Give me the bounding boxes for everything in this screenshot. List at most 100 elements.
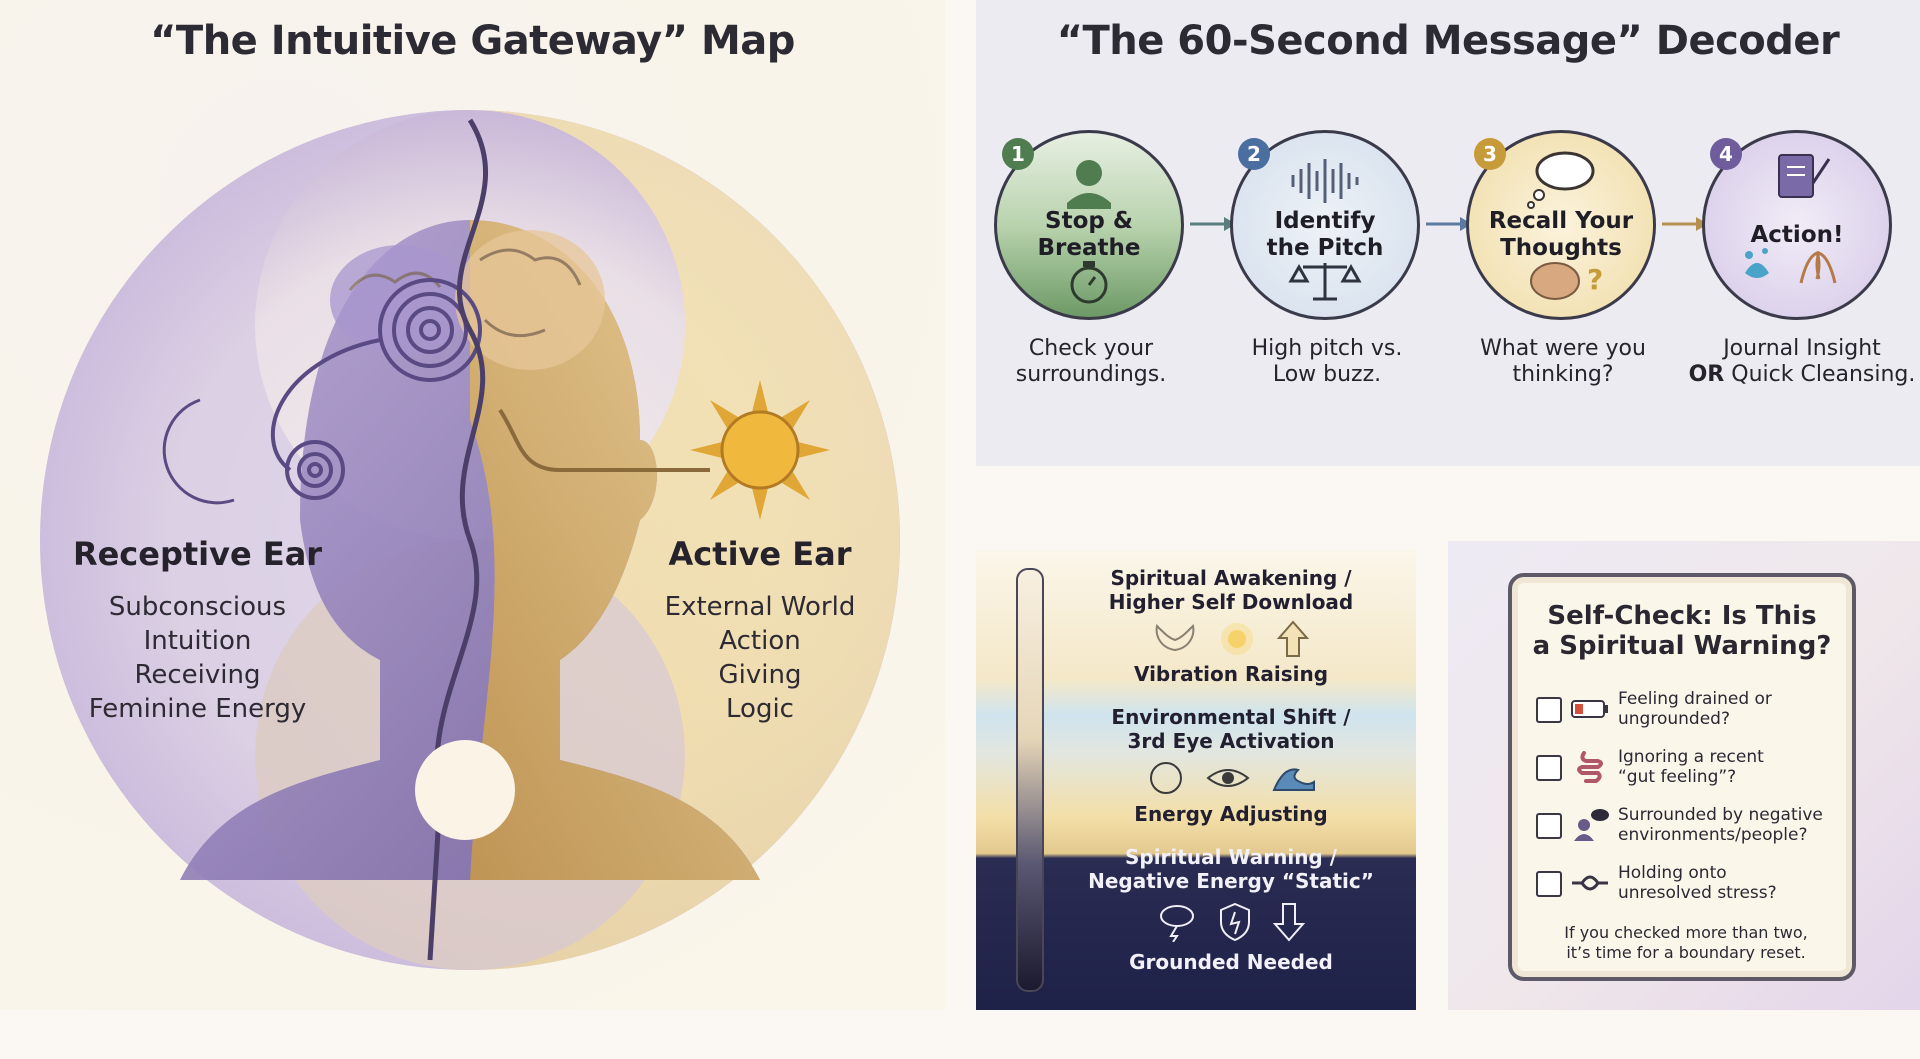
- step-1-label-line: Breathe: [1037, 235, 1141, 261]
- check-item-gut-feeling[interactable]: Ignoring a recent “gut feeling”?: [1536, 747, 1846, 793]
- stopwatch-icon: [1070, 261, 1108, 304]
- step-1-number: 1: [1002, 138, 1034, 170]
- step-3-label: Recall Your Thoughts: [1466, 208, 1656, 262]
- checkbox[interactable]: [1536, 871, 1562, 897]
- receptive-ear-list: Subconscious Intuition Receiving Feminin…: [60, 590, 335, 726]
- check-item-line: “gut feeling”?: [1618, 767, 1737, 787]
- step-1-label-line: Stop &: [1045, 208, 1133, 234]
- active-item: Logic: [726, 694, 794, 724]
- check-item-text: Surrounded by negative environments/peop…: [1618, 805, 1848, 845]
- check-item-drained[interactable]: Feeling drained or ungrounded?: [1536, 689, 1846, 735]
- vibration-scale-bar: [1016, 568, 1044, 992]
- self-check-panel: Self-Check: Is This a Spiritual Warning?…: [1448, 541, 1920, 1010]
- check-item-line: Surrounded by negative: [1618, 805, 1823, 825]
- person-cloud-icon: [1574, 809, 1609, 841]
- zone-warning-icons: [1056, 902, 1406, 942]
- wave-icon: [1272, 768, 1315, 791]
- decoder-step-2: 2 Identify the Pitch: [1230, 130, 1420, 320]
- decoder-title: “The 60-Second Message” Decoder: [1056, 18, 1840, 64]
- sun-icon: [690, 380, 830, 520]
- check-item-line: Holding onto: [1618, 863, 1727, 883]
- step-1-description: Check your surroundings.: [976, 336, 1206, 388]
- check-item-line: unresolved stress?: [1618, 883, 1777, 903]
- storm-cloud-icon: [1160, 905, 1194, 942]
- step-3-label-line: Thoughts: [1500, 235, 1622, 261]
- check-item-line: Ignoring a recent: [1618, 747, 1764, 767]
- zone-title-line: Spiritual Awakening /: [1110, 566, 1352, 590]
- decoder-step-3: ? 3 Recall Your Thoughts: [1466, 130, 1656, 320]
- active-item: Giving: [718, 660, 802, 690]
- self-check-footer: If you checked more than two, it’s time …: [1556, 923, 1816, 963]
- eye-icon: [1206, 769, 1250, 787]
- receptive-item: Subconscious: [108, 592, 287, 622]
- step-4-number: 4: [1710, 138, 1742, 170]
- step-3-number: 3: [1474, 138, 1506, 170]
- step-4-label-line: Action!: [1750, 222, 1844, 248]
- checkbox[interactable]: [1536, 697, 1562, 723]
- light-icon: [1221, 623, 1253, 655]
- receptive-item: Feminine Energy: [88, 694, 307, 724]
- moon-icon: [162, 398, 235, 505]
- step-2-label: Identify the Pitch: [1230, 208, 1420, 262]
- zone-title-line: 3rd Eye Activation: [1127, 729, 1335, 753]
- zone-title-line: Negative Energy “Static”: [1088, 869, 1374, 893]
- zone-warning-sub: Grounded Needed: [1129, 950, 1333, 974]
- decoder-step-1: 1 Stop & Breathe: [994, 130, 1184, 320]
- step-3-label-line: Recall Your: [1488, 208, 1634, 234]
- step-4-desc-line: OR Quick Cleansing.: [1684, 362, 1920, 388]
- hands-icon: [1799, 251, 1837, 284]
- zone-shift-title: Environmental Shift / 3rd Eye Activation: [1056, 705, 1406, 753]
- step-4-label: Action!: [1702, 222, 1892, 249]
- step-4-circle: [1702, 130, 1892, 320]
- spiral-icon: [271, 278, 482, 500]
- check-item-text: Feeling drained or ungrounded?: [1618, 689, 1848, 729]
- step-2-label-line: Identify: [1274, 208, 1376, 234]
- check-item-line: environments/people?: [1618, 825, 1808, 845]
- intuitive-gateway-panel: “The Intuitive Gateway” Map Receptive Ea…: [0, 0, 945, 1010]
- step-1-label: Stop & Breathe: [994, 208, 1184, 262]
- low-battery-icon: [1571, 700, 1608, 718]
- step-4-desc-line: Journal Insight: [1723, 336, 1881, 361]
- zone-awakening-sub: Vibration Raising: [1133, 662, 1329, 686]
- gateway-title: “The Intuitive Gateway” Map: [150, 18, 795, 64]
- brain-question-icon: ?: [1530, 262, 1603, 300]
- step-3-desc-line: thinking?: [1512, 362, 1614, 387]
- step-2-description: High pitch vs. Low buzz.: [1212, 336, 1442, 388]
- zone-shift-sub: Energy Adjusting: [1134, 802, 1328, 826]
- decoder-step-4: 4 Action!: [1702, 130, 1892, 320]
- check-item-line: Feeling drained or: [1618, 689, 1772, 709]
- brain-icon: [330, 230, 605, 370]
- vibration-scale-panel: Spiritual Awakening / Higher Self Downlo…: [976, 550, 1416, 1010]
- gateway-illustration: [40, 110, 900, 970]
- footer-line: it’s time for a boundary reset.: [1566, 943, 1806, 962]
- zone-awakening-icons: [1056, 620, 1406, 658]
- check-item-text: Holding onto unresolved stress?: [1618, 863, 1848, 903]
- zone-awakening-title: Spiritual Awakening / Higher Self Downlo…: [1056, 566, 1406, 614]
- step-1-desc-line: Check your: [1028, 336, 1154, 361]
- check-item-text: Ignoring a recent “gut feeling”?: [1618, 747, 1848, 787]
- checkbox[interactable]: [1536, 755, 1562, 781]
- arrow-down-icon: [1272, 903, 1306, 942]
- check-item-stress[interactable]: Holding onto unresolved stress?: [1536, 863, 1846, 909]
- journal-icon: [1778, 154, 1831, 198]
- step-4-description: Journal Insight OR Quick Cleansing.: [1684, 336, 1920, 388]
- step-2-label-line: the Pitch: [1266, 235, 1384, 261]
- step-2-desc-line: High pitch vs.: [1251, 336, 1403, 361]
- receptive-item: Receiving: [134, 660, 261, 690]
- water-splash-icon: [1745, 248, 1769, 278]
- scales-icon: [1288, 263, 1362, 301]
- self-check-title-line: Self-Check: Is This: [1547, 601, 1817, 631]
- checkbox[interactable]: [1536, 813, 1562, 839]
- thought-bubble-icon: [1527, 151, 1595, 209]
- self-check-card: Self-Check: Is This a Spiritual Warning?…: [1508, 573, 1856, 981]
- check-item-negative-env[interactable]: Surrounded by negative environments/peop…: [1536, 805, 1846, 851]
- knot-icon: [1572, 875, 1608, 891]
- svg-text:?: ?: [1587, 263, 1603, 296]
- step-3-desc-line: What were you: [1480, 336, 1646, 361]
- zone-title-line: Spiritual Warning /: [1124, 845, 1338, 869]
- person-icon: [1067, 160, 1111, 209]
- self-check-title: Self-Check: Is This a Spiritual Warning?: [1512, 601, 1852, 661]
- step-2-number: 2: [1238, 138, 1270, 170]
- shield-icon: [1220, 902, 1250, 942]
- receptive-item: Intuition: [143, 626, 252, 656]
